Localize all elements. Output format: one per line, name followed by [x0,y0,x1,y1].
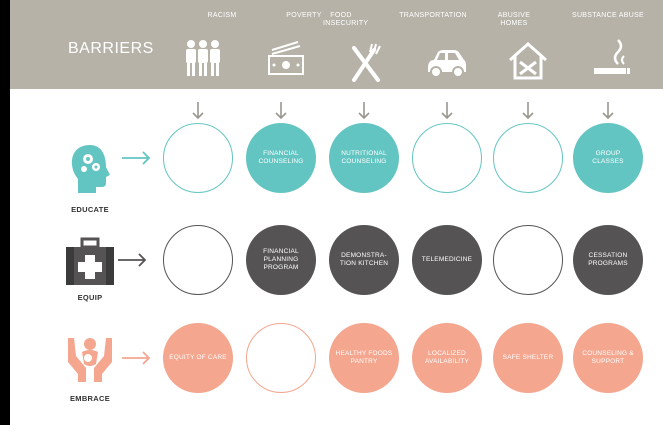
solution-circle: SAFE SHELTER [493,323,563,393]
money-icon [268,41,304,75]
solution-circle: NUTRITIONAL COUNSELING [329,123,399,193]
row-label-educate: EDUCATE [71,205,109,214]
fork-knife-icon [352,43,381,82]
solution-circle: FINANCIAL PLANNING PROGRAM [246,225,316,295]
solution-circle: DEMONSTRA-TION KITCHEN [329,225,399,295]
solution-circle: GROUP CLASSES [573,123,643,193]
solution-circle: TELEMEDICINE [412,225,482,295]
solution-circle [246,323,316,393]
solution-circle [412,123,482,193]
solution-circle [163,123,233,193]
solution-circle [163,225,233,295]
solution-circle [493,123,563,193]
caring-hands-icon [68,338,112,382]
barrier-label-abusive-homes: ABUSIVE HOMES [497,12,531,27]
barrier-label-food-insecurity: FOOD INSECURITY [323,12,369,27]
barriers-title: BARRIERS [68,40,154,57]
solution-circle: FINANCIAL COUNSELING [246,123,316,193]
right-arrow-icon [122,351,151,365]
row-label-embrace: EMBRACE [69,394,111,403]
barrier-label-poverty: POVERTY [286,12,322,19]
people-icon [186,40,220,76]
solution-circle: HEALTHY FOODS PANTRY [329,323,399,393]
down-arrow-icon [275,102,287,120]
down-arrow-icon [192,102,204,120]
down-arrow-icon [441,102,453,120]
down-arrow-icon [522,102,534,120]
barrier-label-racism: RACISM [207,12,237,19]
right-arrow-icon [118,253,147,267]
head-gears-icon [71,145,110,193]
car-icon [428,50,466,78]
solution-circle [493,225,563,295]
solution-circle: EQUITY OF CARE [163,323,233,393]
cigarette-icon [594,39,630,74]
barrier-label-substance-abuse: SUBSTANCE ABUSE [571,12,645,19]
down-arrow-icon [358,102,370,120]
down-arrow-icon [602,102,614,120]
solution-circle: COUNSELING & SUPPORT [573,323,643,393]
solution-circle: LOCALIZED AVAILABILITY [412,323,482,393]
solution-circle: CESSATION PROGRAMS [573,225,643,295]
right-arrow-icon [122,151,151,165]
barriers-band: BARRIERS RACISM POVERTY FOOD INSECURITY … [10,0,663,89]
house-icon [509,41,547,80]
row-label-equip: EQUIP [77,293,103,302]
medical-kit-icon [66,237,114,285]
barrier-label-transportation: TRANSPORTATION [399,12,467,19]
diagram-panel: BARRIERS RACISM POVERTY FOOD INSECURITY … [10,0,663,425]
